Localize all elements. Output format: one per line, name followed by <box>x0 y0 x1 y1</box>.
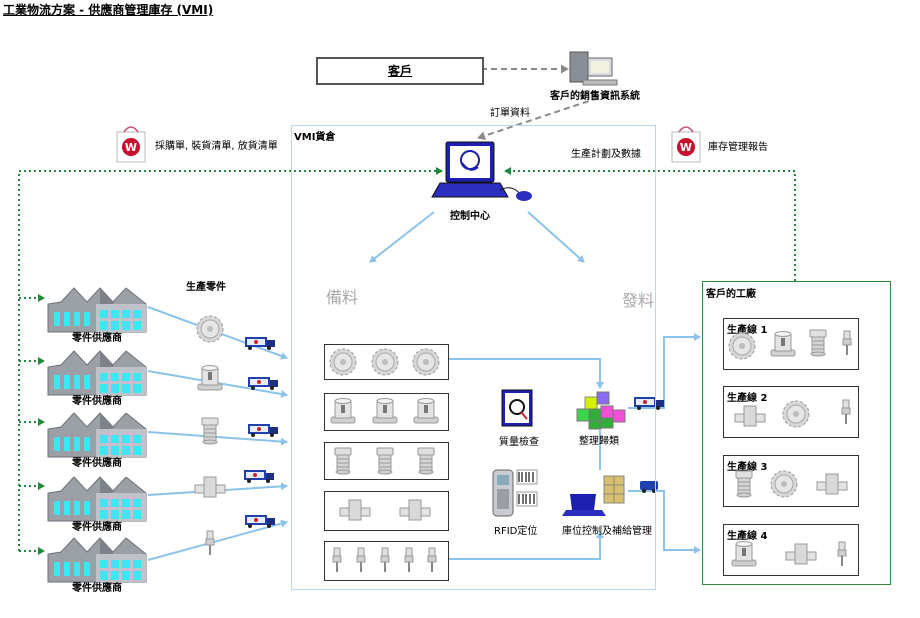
production-line-title: 生產線 1 <box>727 325 768 336</box>
supplier-label: 零件供應商 <box>72 583 122 594</box>
to-dispatch-arrow <box>527 211 585 263</box>
customer-sales-computer-icon <box>569 51 618 86</box>
dispatch-label: 發料 <box>622 291 655 310</box>
order-data-arrow <box>477 97 599 141</box>
production-line-title: 生產線 4 <box>727 531 768 542</box>
control-center-laptop-icon <box>431 141 532 201</box>
to-stocking-arrow <box>369 211 435 263</box>
inventory-report-dotted-line <box>504 167 796 281</box>
customer-factory-box <box>702 281 891 585</box>
quality-check-icon <box>501 389 533 427</box>
supplier-label: 零件供應商 <box>72 396 122 407</box>
production-line-4: 生產線 4 <box>723 524 859 576</box>
supplier-label: 零件供應商 <box>72 333 122 344</box>
quality-check-label: 質量檢查 <box>499 437 539 448</box>
inventory-report-label: 庫存管理報告 <box>708 142 768 153</box>
rfid-label: RFID定位 <box>494 526 538 537</box>
rfid-scanner-icon <box>492 469 538 517</box>
sorting-cubes-icon <box>576 391 626 430</box>
customer-factory-label: 客戶的工廠 <box>706 289 756 300</box>
control-center-label: 控制中心 <box>450 211 490 222</box>
purchase-docs-label: 採購單, 裝貨清單, 放貨清單 <box>155 141 278 152</box>
vmi-warehouse-box <box>291 125 656 590</box>
supplier-label: 零件供應商 <box>72 522 122 533</box>
supplier-label: 零件供應商 <box>72 458 122 469</box>
production-parts-label: 生產零件 <box>186 282 226 293</box>
production-line-title: 生產線 2 <box>727 393 768 404</box>
customer-sales-system-label: 客戶的銷售資訊系統 <box>550 91 640 102</box>
location-control-icon <box>562 475 625 516</box>
customer-box: 客戶 <box>316 57 484 85</box>
order-data-label: 訂單資料 <box>490 108 530 119</box>
purchase-docs-dotted-line <box>18 170 441 553</box>
page-title: 工業物流方案 - 供應商管理庫存 (VMI) <box>3 3 214 17</box>
location-control-label: 庫位控制及補給管理 <box>562 526 652 537</box>
van-icon <box>640 481 658 493</box>
stocking-label: 備料 <box>326 288 359 307</box>
sorting-label: 整理歸類 <box>579 436 619 447</box>
production-line-title: 生產線 3 <box>727 462 768 473</box>
vmi-warehouse-label: VMI貨倉 <box>294 132 336 143</box>
production-plan-label: 生產計劃及數據 <box>571 149 641 160</box>
